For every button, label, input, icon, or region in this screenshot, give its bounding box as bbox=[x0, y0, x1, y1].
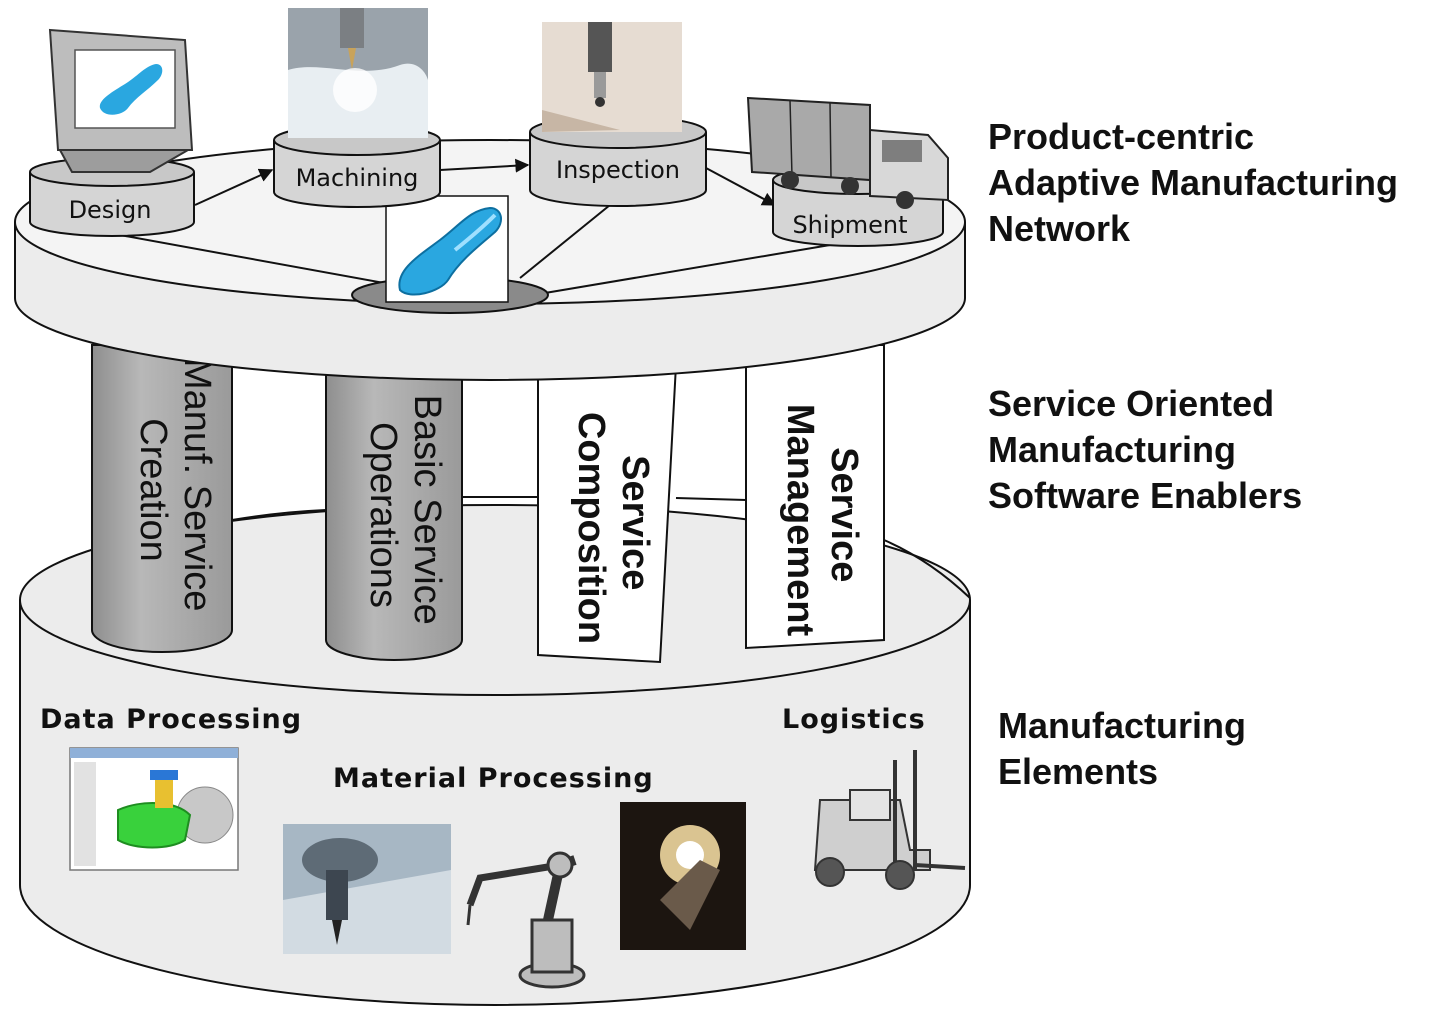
pillar-label-basic: Basic Service Operations bbox=[362, 395, 448, 636]
layer-network-line1: Product-centric bbox=[988, 116, 1255, 157]
robot-arm-icon bbox=[466, 851, 586, 989]
svg-text:Service Composition: Service Composition bbox=[570, 412, 656, 644]
node-shipment-label: Shipment bbox=[792, 211, 907, 239]
svg-text:Manuf. Service Creation: Manuf. Service Creation bbox=[132, 358, 218, 622]
manufacturing-elements-cylinder bbox=[19, 504, 971, 1006]
element-logistics-label: Logistics bbox=[782, 704, 926, 735]
welding-photo-icon bbox=[620, 802, 746, 950]
svg-text:Basic Service Operations: Basic Service Operations bbox=[362, 395, 448, 636]
inspection-probe-icon bbox=[542, 22, 682, 132]
pillar-connectors bbox=[231, 496, 971, 599]
layer-network-line3: Network bbox=[988, 208, 1131, 249]
pillar-composition-line1: Service bbox=[614, 455, 656, 590]
machining-photo-icon bbox=[288, 8, 428, 138]
node-shipment: Shipment bbox=[746, 96, 949, 247]
cad-software-icon bbox=[69, 747, 239, 871]
element-data-processing-label: Data Processing bbox=[40, 704, 302, 735]
layer-enablers-line3: Software Enablers bbox=[988, 475, 1303, 516]
pillar-basic-service-operations bbox=[325, 364, 463, 661]
layer-label-elements: Manufacturing Elements bbox=[998, 703, 1246, 795]
node-machining-label: Machining bbox=[296, 164, 419, 192]
element-material-processing-label: Material Processing bbox=[333, 763, 654, 794]
pillar-label-management: Service Management bbox=[779, 404, 865, 637]
truck-icon bbox=[746, 96, 949, 209]
node-design: Design bbox=[29, 28, 195, 237]
layer-network-line2: Adaptive Manufacturing bbox=[988, 162, 1399, 203]
pillar-basic-line1: Basic Service bbox=[406, 395, 448, 625]
network-links bbox=[119, 158, 831, 294]
product-part-icon bbox=[398, 206, 502, 296]
monitor-icon bbox=[48, 28, 194, 173]
layer-elements-line1: Manufacturing bbox=[998, 705, 1246, 746]
pillar-creation-line2: Creation bbox=[132, 418, 174, 562]
pillar-management-line1: Service bbox=[823, 447, 865, 582]
layer-label-network: Product-centric Adaptive Manufacturing N… bbox=[988, 114, 1398, 252]
pillar-composition-line2: Composition bbox=[570, 412, 612, 644]
layer-elements-line2: Elements bbox=[998, 751, 1159, 792]
node-design-label: Design bbox=[69, 196, 152, 224]
pillar-manuf-service-creation bbox=[91, 344, 233, 653]
central-product bbox=[351, 195, 549, 314]
layer-label-enablers: Service Oriented Manufacturing Software … bbox=[988, 381, 1302, 519]
node-machining: Machining bbox=[273, 8, 441, 208]
node-inspection: Inspection bbox=[529, 22, 707, 207]
node-inspection-label: Inspection bbox=[556, 156, 680, 184]
milling-photo-icon bbox=[283, 824, 451, 954]
layer-enablers-line2: Manufacturing bbox=[988, 429, 1236, 470]
pillar-label-composition: Service Composition bbox=[570, 412, 656, 644]
pillar-label-creation: Manuf. Service Creation bbox=[132, 358, 218, 622]
pillar-creation-line1: Manuf. Service bbox=[176, 358, 218, 611]
forklift-icon bbox=[813, 750, 966, 890]
layer-enablers-line1: Service Oriented bbox=[988, 383, 1275, 424]
pillar-management-line2: Management bbox=[779, 404, 821, 637]
pillar-basic-line2: Operations bbox=[362, 422, 404, 608]
svg-text:Service Management: Service Management bbox=[779, 404, 865, 637]
